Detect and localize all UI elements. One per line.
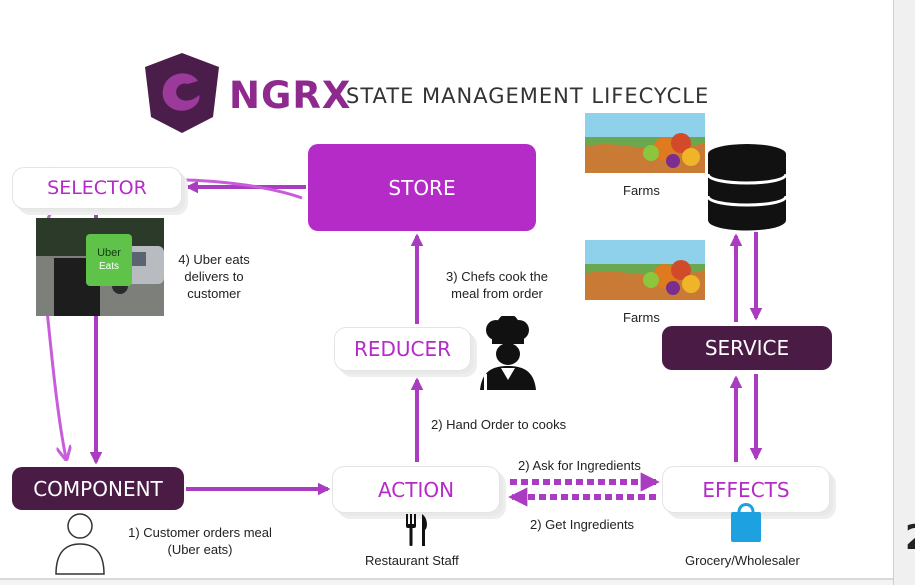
uber-bag-text-2: Eats bbox=[99, 261, 119, 272]
title-brand: NGRX bbox=[229, 74, 352, 117]
restaurant-staff-label: Restaurant Staff bbox=[365, 553, 459, 568]
shopping-bag-icon bbox=[731, 503, 761, 542]
chefs-annotation: 3) Chefs cook the meal from order bbox=[437, 268, 557, 302]
hand-order-annotation: 2) Hand Order to cooks bbox=[431, 417, 567, 432]
chefs-annotation-line-1: 3) Chefs cook the bbox=[446, 269, 548, 284]
component-node: COMPONENT bbox=[12, 467, 184, 510]
uber-annotation-line-1: 4) Uber eats bbox=[178, 252, 250, 267]
customer-annotation-line-1: 1) Customer orders meal bbox=[128, 525, 272, 540]
window-edge bbox=[893, 0, 915, 585]
uber-bag-text-1: Uber bbox=[97, 247, 121, 259]
ask-ingredients-annotation: 2) Ask for Ingredients bbox=[518, 458, 641, 473]
farm-photo-bottom bbox=[585, 240, 705, 300]
database-icon bbox=[706, 144, 788, 231]
action-node: ACTION bbox=[332, 466, 500, 513]
selector-node: SELECTOR bbox=[12, 167, 182, 209]
fork-knife-icon bbox=[406, 514, 427, 546]
uber-annotation-line-3: customer bbox=[187, 286, 241, 301]
uber-annotation-line-2: delivers to bbox=[184, 269, 244, 284]
reducer-node: REDUCER bbox=[334, 327, 471, 371]
farms-top-label: Farms bbox=[623, 183, 660, 198]
grocery-label: Grocery/Wholesaler bbox=[685, 553, 800, 568]
title-subtitle: STATE MANAGEMENT LIFECYCLE bbox=[346, 84, 710, 108]
store-node: STORE bbox=[308, 144, 536, 231]
slide-bottom-rule bbox=[0, 578, 893, 580]
customer-annotation: 1) Customer orders meal (Uber eats) bbox=[118, 524, 282, 558]
chef-icon bbox=[480, 316, 536, 390]
service-node: SERVICE bbox=[662, 326, 832, 370]
uber-delivery-photo: Uber Eats bbox=[36, 218, 164, 316]
farm-photo-top bbox=[585, 113, 705, 173]
ngrx-logo-icon bbox=[145, 53, 219, 133]
get-ingredients-annotation: 2) Get Ingredients bbox=[530, 517, 635, 532]
uber-annotation: 4) Uber eats delivers to customer bbox=[170, 251, 258, 302]
chefs-annotation-line-2: meal from order bbox=[451, 286, 543, 301]
customer-icon bbox=[55, 513, 105, 575]
customer-annotation-line-2: (Uber eats) bbox=[167, 542, 233, 557]
farms-bottom-label: Farms bbox=[623, 310, 660, 325]
edge-glyph: 2 bbox=[905, 518, 915, 558]
